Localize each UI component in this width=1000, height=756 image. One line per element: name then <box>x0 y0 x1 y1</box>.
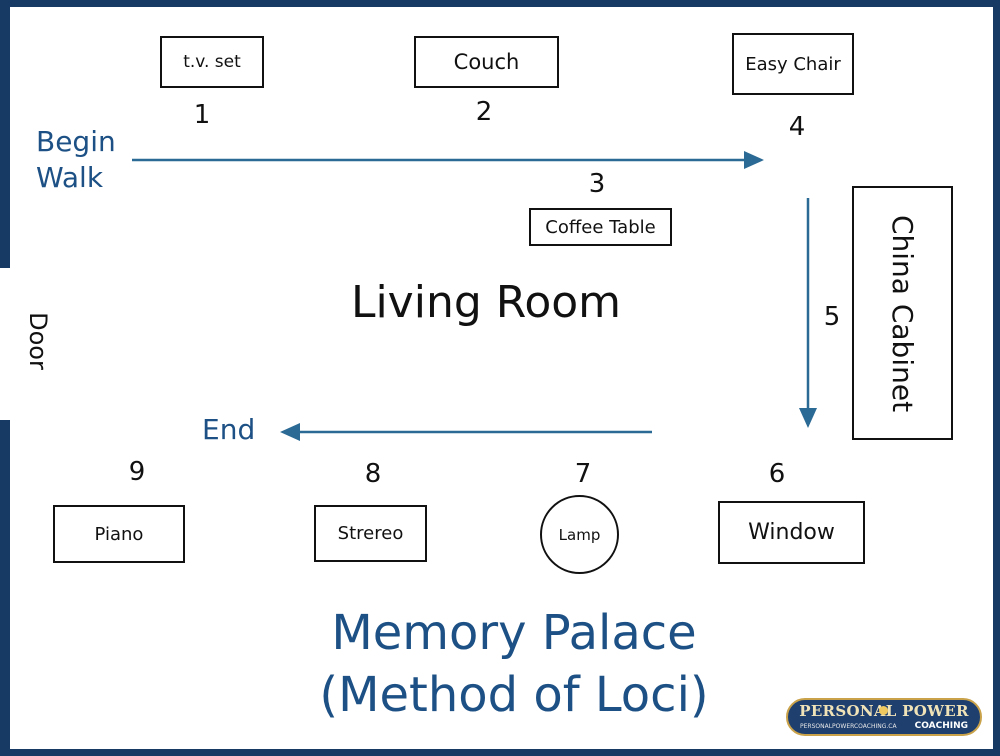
right-wall <box>993 0 1000 756</box>
top-wall <box>0 0 1000 7</box>
tv-set-label: t.v. set <box>183 52 241 72</box>
walk-word: Walk <box>36 161 104 194</box>
logo-url: PERSONALPOWERCOACHING.CA <box>800 723 897 730</box>
left-wall-lower <box>0 420 10 756</box>
footer-title-line2: (Method of Loci) <box>319 667 709 723</box>
item-number-6: 6 <box>768 459 786 489</box>
item-number-1: 1 <box>193 100 211 130</box>
lamp-label: Lamp <box>558 525 601 544</box>
coffee-table-box: Coffee Table <box>529 208 672 246</box>
logo-orb-icon <box>879 706 888 715</box>
bottom-wall <box>0 749 1000 756</box>
item-number-3: 3 <box>588 169 606 199</box>
easy-chair-box: Easy Chair <box>732 33 854 95</box>
piano-box: Piano <box>53 505 185 563</box>
begin-walk-label: Begin Walk <box>36 124 116 196</box>
item-number-8: 8 <box>364 459 382 489</box>
couch-label: Couch <box>453 50 520 74</box>
begin-word: Begin <box>36 125 116 158</box>
window-box: Window <box>718 501 865 564</box>
end-label: End <box>202 413 256 446</box>
stereo-box: Strereo <box>314 505 427 562</box>
item-number-4: 4 <box>788 112 806 142</box>
room-title: Living Room <box>350 277 622 328</box>
left-wall-upper <box>0 0 10 268</box>
item-number-7: 7 <box>574 459 592 489</box>
item-number-2: 2 <box>475 97 493 127</box>
arrowhead-down <box>799 408 817 428</box>
piano-label: Piano <box>94 523 144 545</box>
item-number-9: 9 <box>128 457 146 487</box>
stereo-label: Strereo <box>337 523 404 544</box>
window-label: Window <box>748 520 835 545</box>
couch-box: Couch <box>414 36 559 88</box>
easy-chair-label: Easy Chair <box>745 53 841 75</box>
arrowhead-right <box>744 151 764 169</box>
personal-power-logo: PERSONAL POWER PERSONALPOWERCOACHING.CA … <box>786 698 982 736</box>
china-cabinet-box: China Cabinet <box>852 186 953 440</box>
logo-line2: COACHING <box>914 721 968 731</box>
tv-set-box: t.v. set <box>160 36 264 88</box>
item-number-5: 5 <box>823 302 841 332</box>
lamp-circle: Lamp <box>540 495 619 574</box>
arrowhead-left <box>280 423 300 441</box>
coffee-table-label: Coffee Table <box>545 216 656 238</box>
footer-title: Memory Palace (Method of Loci) <box>0 602 1000 726</box>
footer-title-line1: Memory Palace <box>331 605 697 661</box>
